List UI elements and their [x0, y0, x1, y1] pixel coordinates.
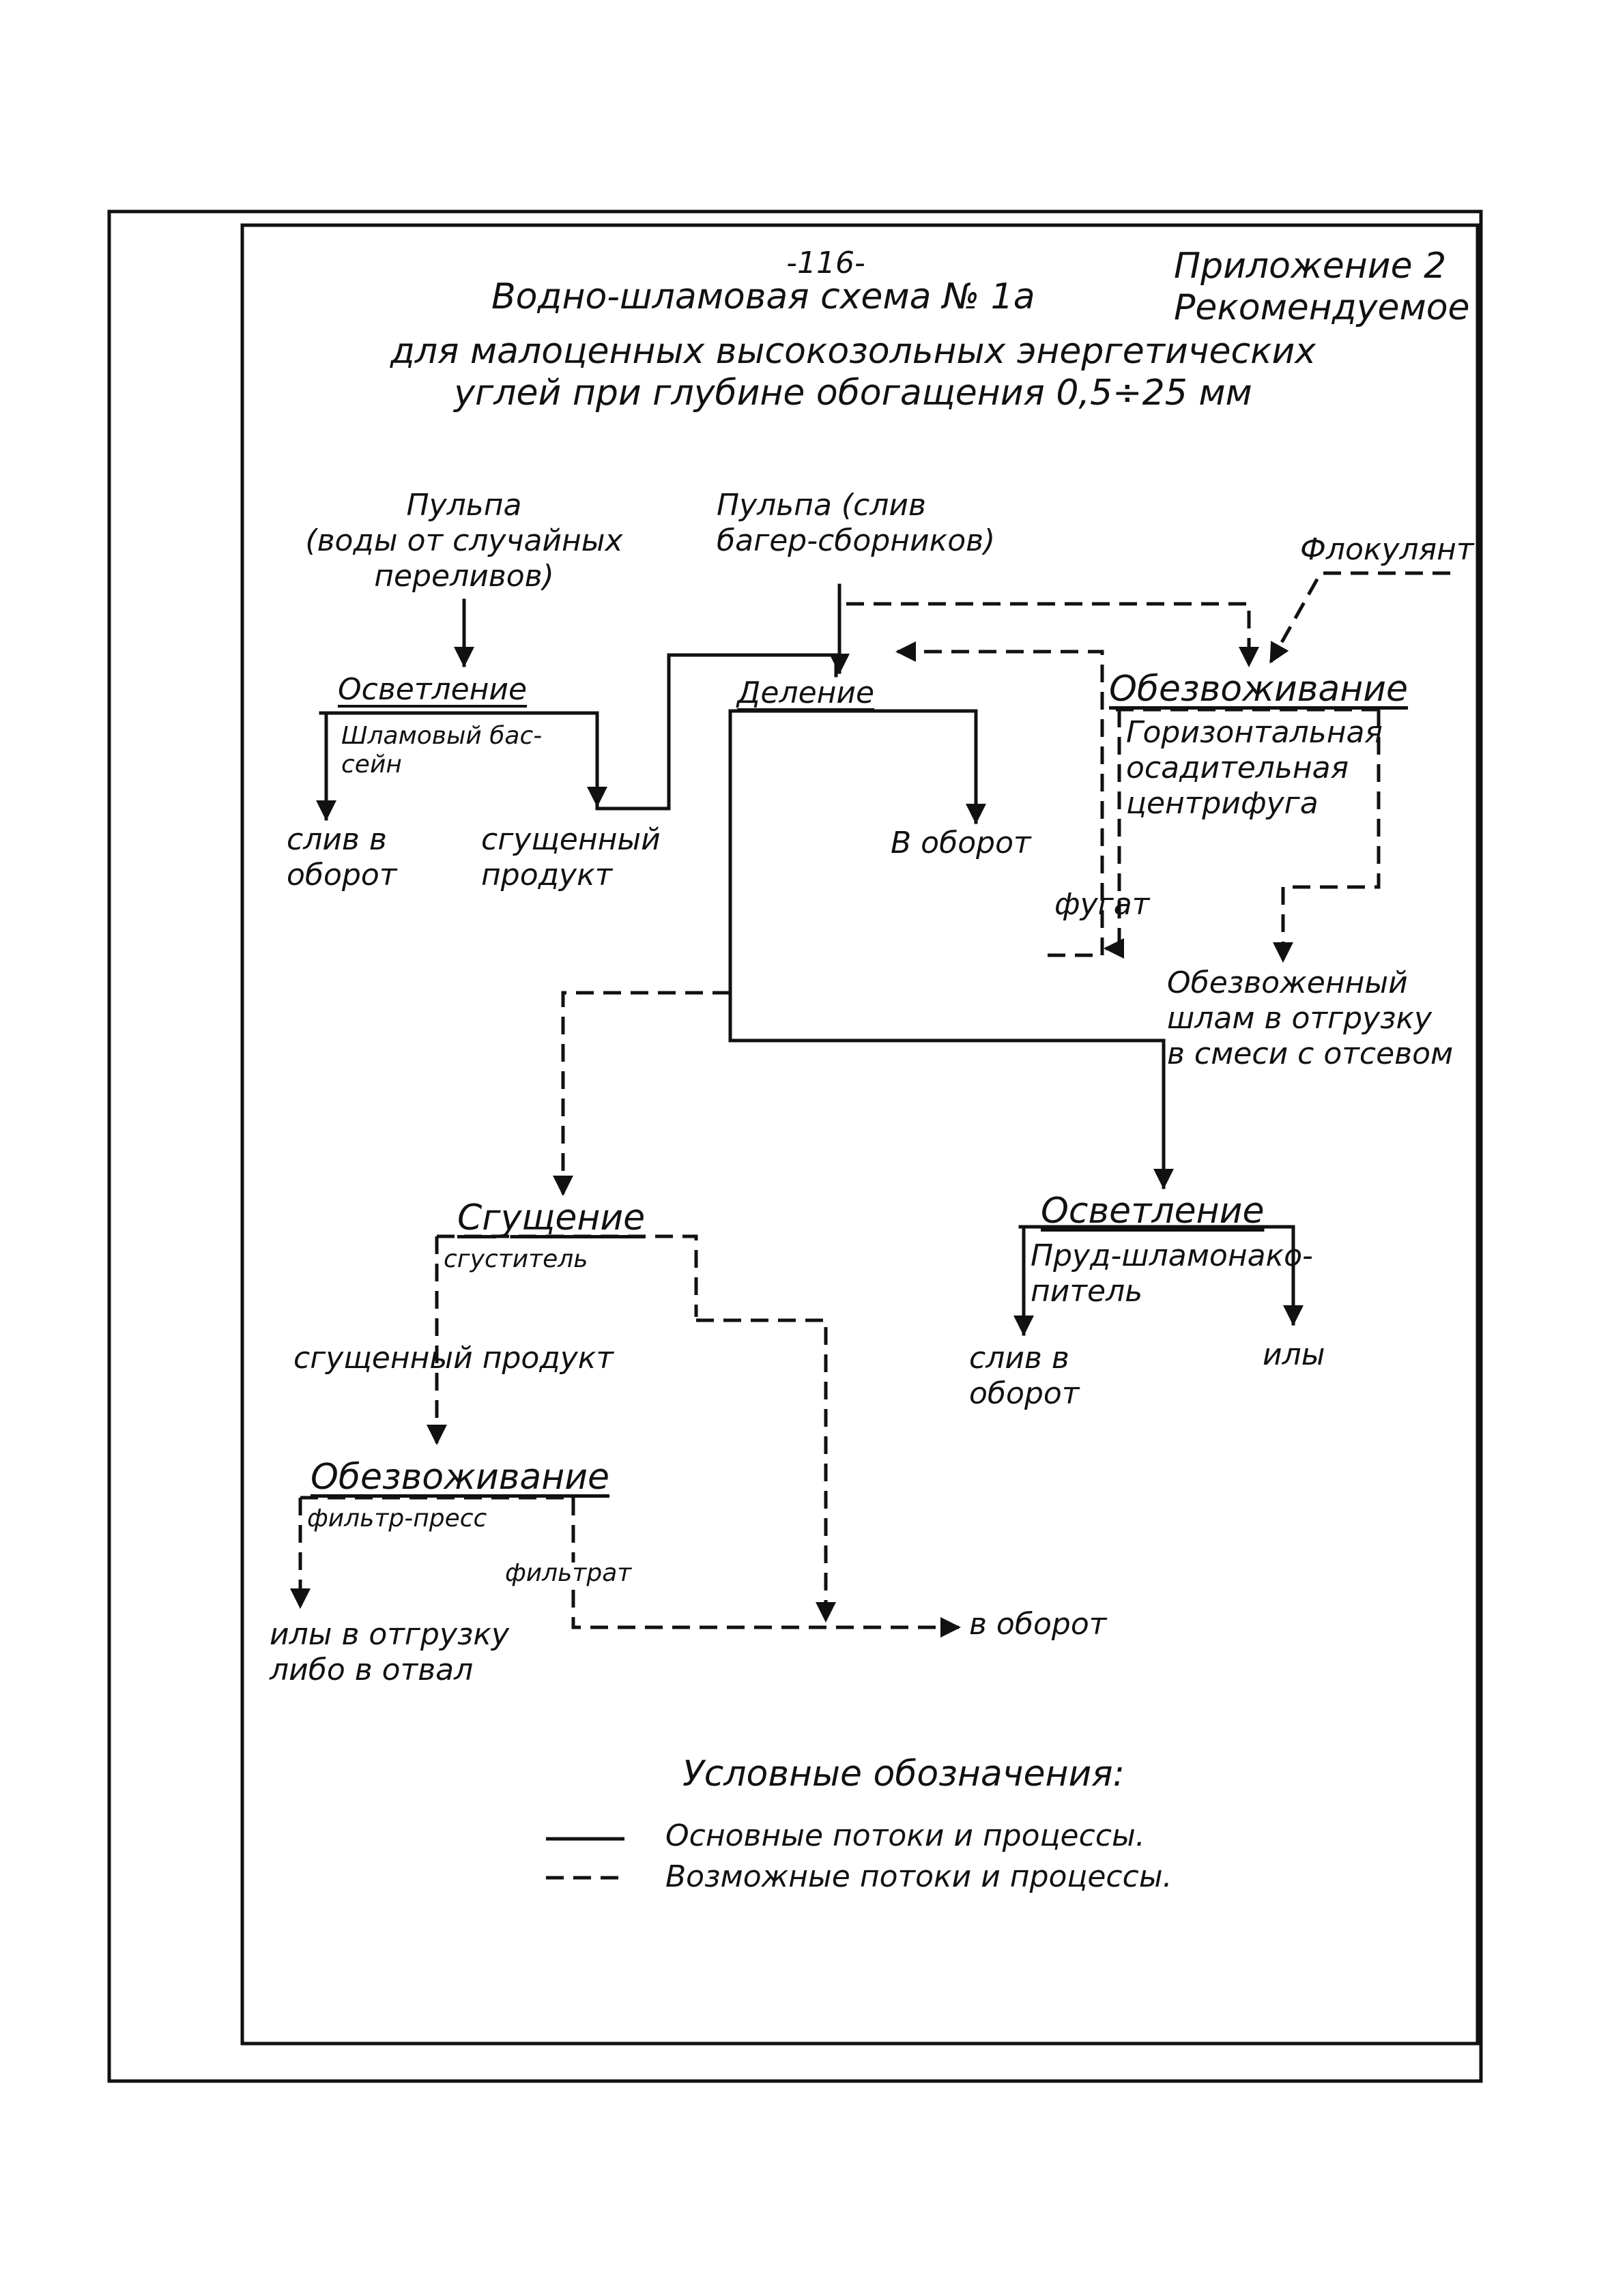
node-clarification-2: Осветление — [1041, 1191, 1265, 1232]
dash-filtrate-to-circulation — [571, 1590, 961, 1638]
legend-main-label: Основные потоки и процессы. — [665, 1818, 1145, 1853]
dash-dewater2-bracket — [300, 1496, 575, 1563]
node-dewatering-2: Обезвоживание — [311, 1457, 610, 1498]
dash-fugate-loop — [895, 641, 1104, 957]
node-pond: Пруд-шламонако- питель — [1031, 1238, 1313, 1309]
node-slime-pool: Шламовый бас- сейн — [341, 722, 543, 779]
page-subtitle: для малоценных высокозольных энергетичес… — [390, 331, 1316, 414]
node-pulp-left: Пульпа (воды от случайных переливов) — [305, 488, 623, 594]
node-thick-product-2: сгущенный продукт — [293, 1341, 614, 1376]
dash-thick-bracket — [437, 1234, 698, 1317]
legend-title: Условные обозначения: — [682, 1754, 1125, 1794]
node-dewatering-1: Обезвоживание — [1109, 669, 1409, 710]
node-to-circulation-2: в оборот — [969, 1607, 1107, 1642]
dash-pulp-to-dewatering — [846, 602, 1259, 667]
page-title: Водно-шламовая схема № 1а — [491, 276, 1035, 317]
node-dewatered-slime: Обезвоженный шлам в отгрузку в смеси с о… — [1167, 965, 1454, 1071]
node-pulp-center: Пульпа (слив багер-сборников) — [717, 488, 996, 558]
dash-centrifuge-to-fugate — [1104, 710, 1124, 959]
dash-division-to-thickening — [553, 991, 730, 1196]
node-fugate: фугат — [1054, 887, 1150, 922]
node-thick-product-1: сгущенный продукт — [481, 822, 661, 892]
node-filtrate: фильтрат — [505, 1559, 632, 1587]
line-clarif1-bracket — [319, 711, 599, 725]
node-filter-press: фильтр-пресс — [307, 1505, 487, 1532]
outer-frame — [107, 209, 1483, 2083]
legend-possible-label: Возможные потоки и процессы. — [665, 1859, 1172, 1894]
node-drain-1: слив в оборот — [287, 822, 397, 892]
dash-thickener-side — [696, 1318, 836, 1623]
node-silts-shipment: илы в отгрузку либо в отвал — [270, 1617, 510, 1687]
node-drain-2: слив в оборот — [969, 1341, 1080, 1411]
node-thickening: Сгущение — [457, 1197, 646, 1238]
node-thickener: сгуститель — [444, 1245, 588, 1273]
node-centrifuge: Горизонтальная осадительная центрифуга — [1126, 715, 1383, 821]
dash-centrifuge-to-slime — [1273, 710, 1381, 963]
page-number: -116- — [786, 246, 865, 280]
node-division: Деление — [737, 675, 875, 710]
node-to-circulation-1: В оборот — [891, 826, 1031, 860]
node-flocculant: Флокулянт — [1300, 532, 1474, 567]
line-division-down — [728, 709, 1166, 1043]
inner-frame — [240, 223, 1480, 2046]
dash-flocculant — [1269, 571, 1450, 664]
node-silts-1: илы — [1263, 1337, 1325, 1372]
appendix-label: Приложение 2 Рекомендуемое — [1174, 246, 1470, 329]
node-clarification-1: Осветление — [338, 672, 528, 707]
